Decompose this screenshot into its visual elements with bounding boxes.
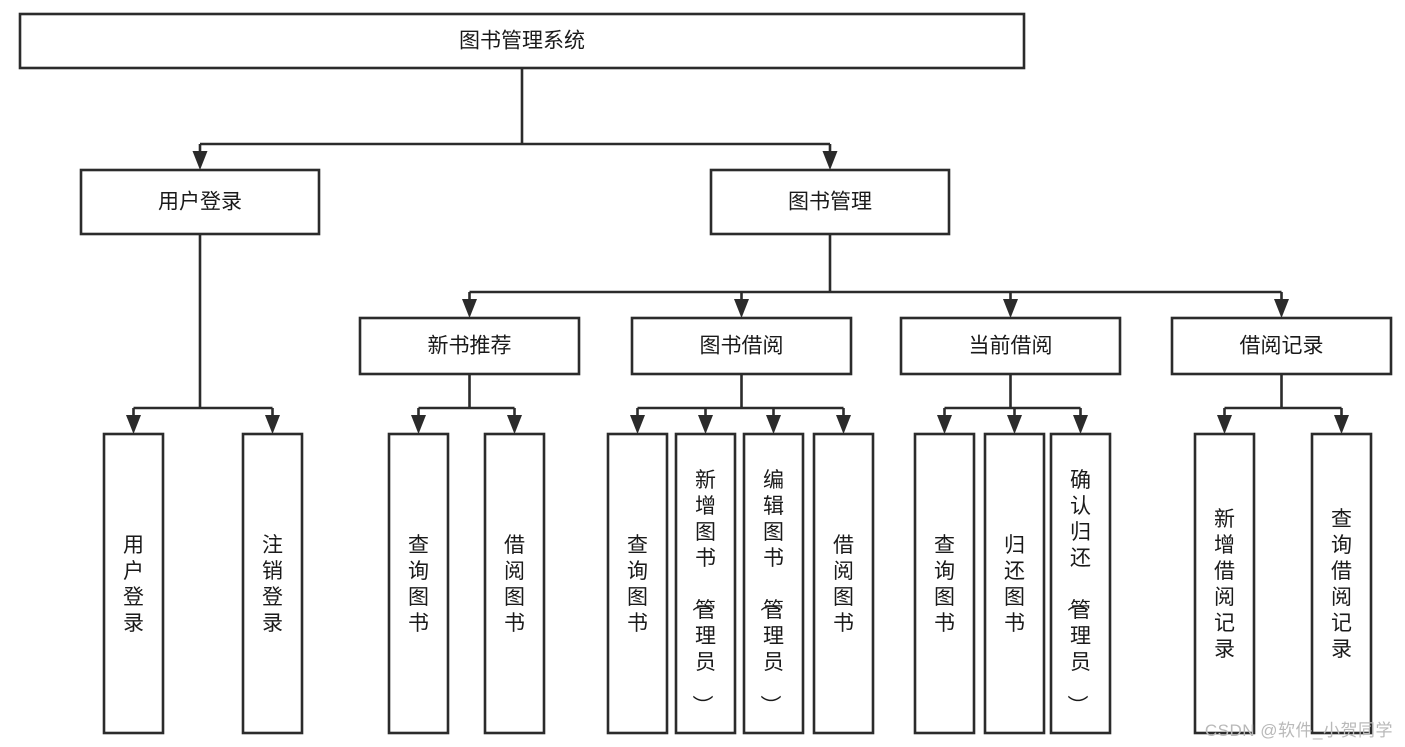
node-box [102,432,165,735]
arrow-head-icon [734,299,749,318]
arrow-head-icon [937,415,952,434]
node-label: 图书管理系统 [459,30,585,53]
node-box [709,168,951,236]
node-label: 查询借阅记录 [1331,508,1352,661]
node-leaf-confirm-return[interactable]: 确认归还（管理员） [1049,432,1112,735]
edge-group-new-book-rec [411,374,522,434]
arrow-head-icon [1334,415,1349,434]
connector-layer [126,68,1349,434]
node-label: 查询图书 [627,534,648,635]
arrow-head-icon [1007,415,1022,434]
node-leaf-borrow-book-b[interactable]: 借阅图书 [812,432,875,735]
node-new-book-rec[interactable]: 新书推荐 [358,316,581,376]
arrow-head-icon [766,415,781,434]
edge-group-book-manage [462,234,1289,318]
arrow-head-icon [1003,299,1018,318]
node-root[interactable]: 图书管理系统 [18,12,1026,70]
arrow-head-icon [411,415,426,434]
edge-group-current-borrow [937,374,1088,434]
node-label: 注销登录 [262,534,283,635]
node-box [630,316,853,376]
node-box [742,432,805,735]
node-box [1170,316,1393,376]
arrow-head-icon [836,415,851,434]
node-leaf-add-book[interactable]: 新增图书（管理员） [674,432,737,735]
node-box [606,432,669,735]
arrow-head-icon [630,415,645,434]
arrow-head-icon [462,299,477,318]
node-box [79,168,321,236]
node-label: 新书推荐 [428,335,512,358]
arrow-head-icon [192,151,208,170]
node-label: 用户登录 [158,191,242,214]
node-label: 借阅图书 [833,534,854,635]
arrow-head-icon [126,415,141,434]
arrow-head-icon [507,415,522,434]
node-label: 借阅图书 [504,534,525,635]
node-label: 图书借阅 [700,335,784,358]
node-box [1193,432,1256,735]
node-box [913,432,976,735]
node-leaf-edit-book[interactable]: 编辑图书（管理员） [742,432,805,735]
node-box [18,12,1026,70]
node-label: 新增图书（管理员） [690,469,716,716]
node-label: 用户登录 [123,534,144,635]
node-label: 确认归还（管理员） [1065,469,1091,716]
edge-group-book-borrow [630,374,851,434]
node-box [241,432,304,735]
edge-group-user-login [126,234,280,434]
watermark-label: CSDN @软件_小贺同学 [1204,721,1393,740]
node-book-manage[interactable]: 图书管理 [709,168,951,236]
node-box [1310,432,1373,735]
node-leaf-user-login[interactable]: 用户登录 [102,432,165,735]
node-leaf-add-record[interactable]: 新增借阅记录 [1193,432,1256,735]
edge-group-borrow-record [1217,374,1349,434]
node-box [387,432,450,735]
node-leaf-query-book-a[interactable]: 查询图书 [387,432,450,735]
node-label: 编辑图书（管理员） [758,469,784,716]
node-box [674,432,737,735]
arrow-head-icon [698,415,713,434]
node-book-borrow[interactable]: 图书借阅 [630,316,853,376]
node-label: 新增借阅记录 [1214,508,1235,661]
node-borrow-record[interactable]: 借阅记录 [1170,316,1393,376]
node-box [358,316,581,376]
arrow-head-icon [265,415,280,434]
node-leaf-borrow-book-a[interactable]: 借阅图书 [483,432,546,735]
node-label: 当前借阅 [969,335,1053,358]
node-label: 归还图书 [1004,534,1025,635]
node-layer: 图书管理系统用户登录图书管理新书推荐图书借阅当前借阅借阅记录用户登录注销登录查询… [18,12,1393,735]
node-label: 借阅记录 [1240,335,1324,358]
arrow-head-icon [1073,415,1088,434]
node-box [1049,432,1112,735]
node-leaf-return-book[interactable]: 归还图书 [983,432,1046,735]
node-current-borrow[interactable]: 当前借阅 [899,316,1122,376]
node-box [483,432,546,735]
arrow-head-icon [1217,415,1232,434]
node-box [899,316,1122,376]
arrow-head-icon [822,151,838,170]
node-label: 查询图书 [934,534,955,635]
node-leaf-query-book-b[interactable]: 查询图书 [606,432,669,735]
node-box [812,432,875,735]
node-user-login[interactable]: 用户登录 [79,168,321,236]
node-leaf-query-record[interactable]: 查询借阅记录 [1310,432,1373,735]
node-leaf-query-book-c[interactable]: 查询图书 [913,432,976,735]
node-leaf-user-logout[interactable]: 注销登录 [241,432,304,735]
node-label: 图书管理 [788,191,872,214]
node-box [983,432,1046,735]
arrow-head-icon [1274,299,1289,318]
edge-group-root [192,68,838,170]
node-label: 查询图书 [408,534,429,635]
